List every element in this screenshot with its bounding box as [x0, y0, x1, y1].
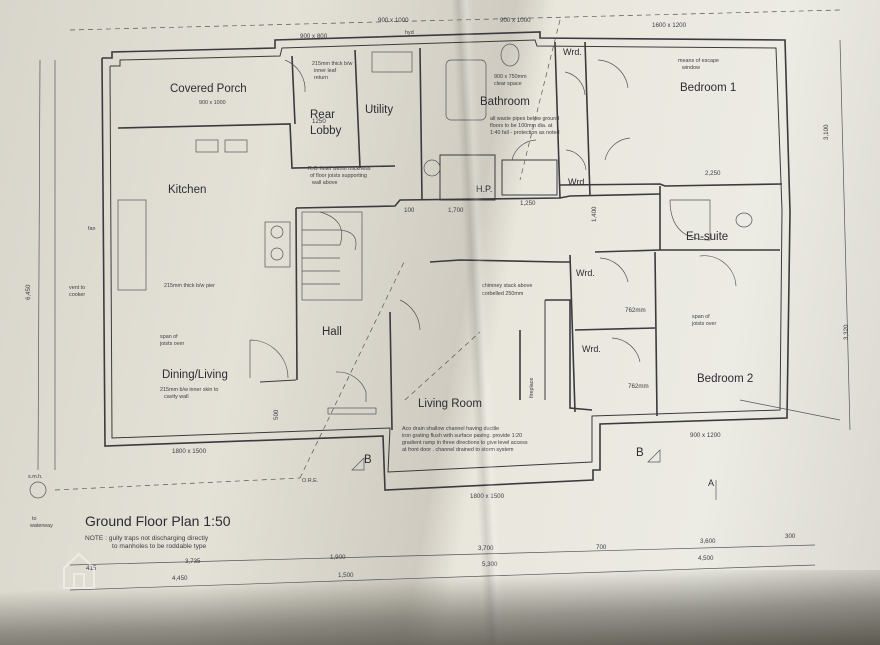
dim-length: 3,700: [478, 545, 494, 552]
dim-length: 1,700: [448, 207, 464, 214]
section-mark-b: B: [364, 454, 372, 466]
internal-walls: [117, 41, 783, 431]
wardrobe-label: Wrd.: [563, 47, 582, 57]
ensuite-label: En-suite: [686, 231, 728, 243]
hot-press-label: H.P.: [476, 184, 492, 194]
external-walls: [101, 31, 791, 491]
dim-length: 500: [273, 409, 280, 420]
dim-window: 900 x 1000: [500, 17, 531, 24]
waterway-note-2: waterway: [29, 523, 53, 529]
bathroom-label: Bathroom: [480, 96, 530, 108]
dim-length: 415: [86, 565, 97, 572]
aco-note-2: iron grating flush with surface paving. …: [402, 433, 522, 439]
dim-length: 300: [785, 533, 796, 540]
dim-length: 2,250: [705, 170, 721, 177]
escape-note-2: window: [681, 65, 700, 71]
dimension-lines: [29, 9, 851, 591]
dim-length: 762mm: [625, 307, 646, 314]
lintel-note-1: R.C. lintel within thickness: [308, 166, 371, 172]
dim-window: 900 x 1000: [378, 17, 409, 24]
kitchen-label: Kitchen: [168, 184, 206, 196]
wall-note-3: return: [314, 75, 328, 81]
dim-length: 3,735: [185, 558, 201, 565]
waste-note-2: floors to be 100mm dia. at: [490, 123, 553, 129]
fan-note: fan: [88, 226, 96, 232]
dim-window: 1800 x 1500: [470, 493, 505, 500]
waste-note-3: 1:40 fall - protection as noted: [490, 130, 560, 136]
joists-note-1: span of: [160, 334, 178, 340]
utility-label: Utility: [365, 104, 393, 116]
dim-length: 3,320: [843, 324, 850, 340]
vent-note-2: cooker: [69, 292, 85, 298]
dim-length: 1,900: [330, 554, 346, 561]
pier-note: 215mm thick b/w pier: [164, 283, 215, 289]
dim-window: 900 x 800: [300, 33, 328, 40]
dim-length: 4,450: [172, 575, 188, 582]
rear-lobby-label-2: Lobby: [310, 125, 342, 137]
inner-skin-note-2: cavity wall: [164, 394, 189, 400]
dim-window: 1800 x 1500: [172, 448, 207, 455]
smh-note: s.m.h.: [28, 474, 43, 480]
living-room-label: Living Room: [418, 398, 482, 410]
plan-note-1: NOTE : gully traps not discharging direc…: [85, 535, 209, 542]
waste-note-1: all waste pipes below ground: [490, 116, 559, 122]
lintel-note-3: wall above: [311, 180, 337, 186]
dim-length: 5,300: [482, 561, 498, 568]
staircase: [301, 211, 363, 301]
wardrobe-label: Wrd.: [568, 177, 587, 187]
fixtures: [117, 43, 753, 415]
covered-porch-label: Covered Porch: [170, 83, 247, 95]
dim-length: 700: [596, 544, 607, 551]
section-mark-a: A: [708, 478, 714, 488]
hall-label: Hall: [322, 326, 342, 338]
dim-length: 1,400: [591, 206, 598, 222]
joists-note-2: joists over: [691, 321, 716, 327]
porch-window-size: 900 x 1000: [199, 100, 226, 106]
wall-note-2: inner leaf: [314, 68, 337, 74]
chimney-note-2: corbelled 250mm: [482, 291, 524, 297]
dim-length: 3,100: [823, 124, 830, 140]
escape-note-1: means of escape: [678, 58, 719, 64]
doors: [249, 59, 737, 402]
plan-title: Ground Floor Plan 1:50: [85, 513, 231, 529]
joists-note-2: joists over: [159, 341, 184, 347]
hyd-note: hyd: [405, 30, 414, 36]
bedroom-1-label: Bedroom 1: [680, 82, 736, 94]
dim-length: 1,500: [338, 572, 354, 579]
dim-length: 762mm: [628, 383, 649, 390]
wall-note-1: 215mm thick b/w: [312, 61, 353, 67]
dim-length: 3,600: [700, 538, 716, 545]
aco-note-4: at front door . channel drained to storm…: [402, 447, 514, 453]
ore-note: O.R.E.: [302, 478, 318, 484]
dim-length: 1250: [312, 118, 326, 125]
vent-note-1: vent to: [69, 285, 85, 291]
fireplace-note: fireplace: [529, 378, 535, 398]
joists-note-1: span of: [692, 314, 710, 320]
lintel-note-2: of floor joists supporting: [310, 173, 367, 179]
wardrobe-label: Wrd.: [582, 344, 601, 354]
house-watermark-icon: [63, 552, 95, 589]
section-mark-b: B: [636, 447, 644, 459]
dining-living-label: Dining/Living: [162, 369, 228, 381]
dim-window: 900 x 1200: [690, 432, 721, 439]
dim-length: 1,250: [520, 200, 536, 207]
clear-space-note-2: clear space: [494, 81, 522, 87]
dim-length: 4,500: [698, 555, 714, 562]
waterway-note-1: to: [32, 516, 37, 522]
plan-note-2: to manholes to be roddable type: [112, 543, 207, 550]
aco-note-3: gradient ramp in three directions to giv…: [402, 440, 528, 446]
dim-length: 6,450: [25, 284, 32, 300]
wardrobe-label: Wrd.: [576, 268, 595, 278]
aco-note-1: Aco drain shallow channel having ductile: [402, 426, 499, 432]
dim-window: 1600 x 1200: [652, 22, 687, 29]
bedroom-2-label: Bedroom 2: [697, 373, 753, 385]
chimney-note-1: chimney stack above: [482, 283, 532, 289]
clear-space-note-1: 900 x 750mm: [494, 74, 527, 80]
rear-lobby-label-1: Rear: [310, 109, 335, 121]
inner-skin-note-1: 215mm b/w inner skin to: [160, 387, 218, 393]
dim-length: 100: [404, 207, 415, 214]
